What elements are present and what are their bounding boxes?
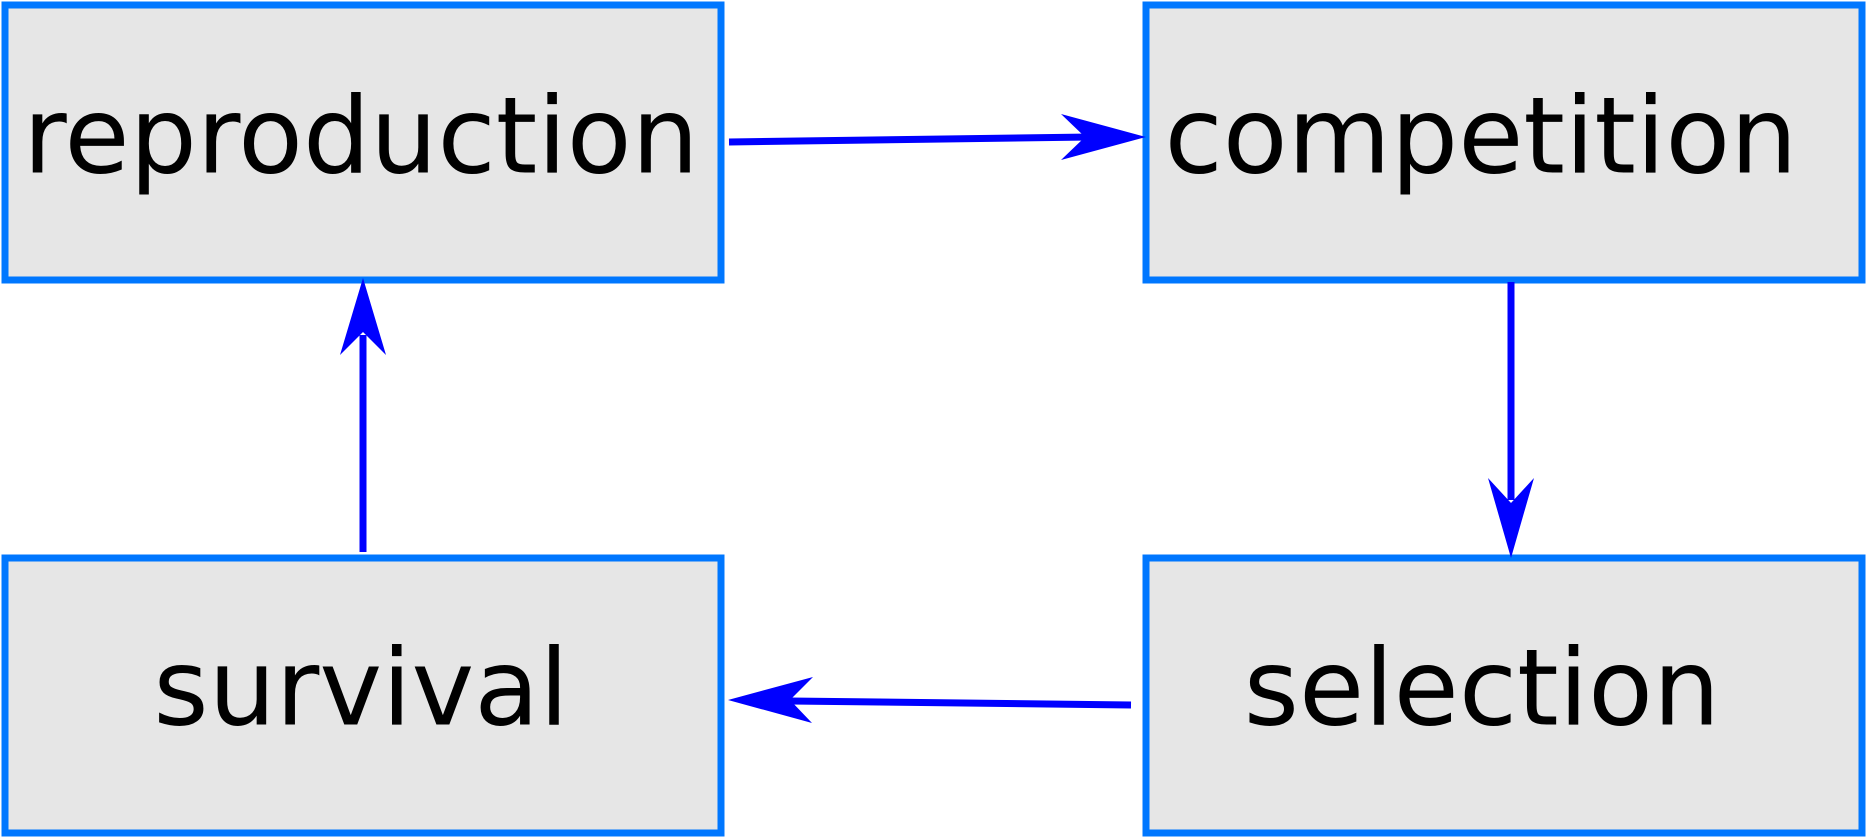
edge-competition-to-selection-arrowhead [1488,478,1534,558]
edge-reproduction-to-competition [728,114,1146,160]
node-survival-label: survival [153,627,568,750]
node-competition: competition [1142,1,1866,284]
node-survival: survival [1,554,725,837]
node-competition-box [1142,1,1866,284]
node-selection-label: selection [1244,627,1720,750]
node-reproduction-label: reproduction [23,75,699,198]
edge-selection-to-survival-line [789,697,1132,709]
edge-selection-to-survival-arrowhead [728,677,813,723]
edge-selection-to-survival [728,677,1132,723]
edge-survival-to-reproduction [340,278,386,552]
edge-competition-to-selection [1488,282,1534,558]
node-survival-box [1,554,725,837]
node-reproduction-box [1,1,725,284]
node-competition-label: competition [1165,75,1798,198]
edge-reproduction-to-competition-line [728,133,1091,146]
node-reproduction: reproduction [1,1,725,284]
edge-reproduction-to-competition-arrowhead [1061,114,1146,160]
node-selection-box [1142,554,1866,837]
edge-survival-to-reproduction-arrowhead [340,278,386,355]
node-selection: selection [1142,554,1866,837]
